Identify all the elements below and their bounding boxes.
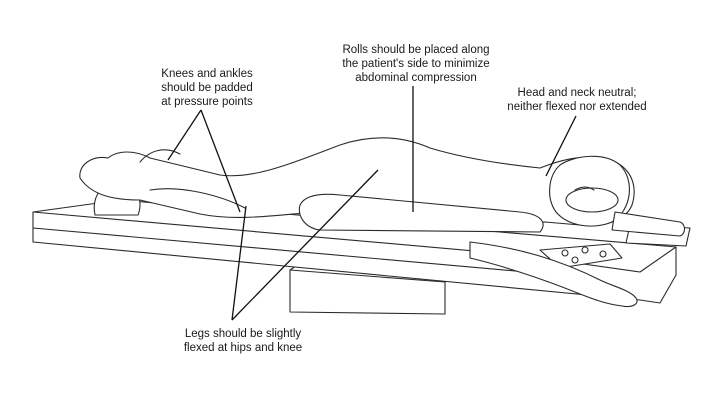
annotation-rolls: Rolls should be placed along the patient… xyxy=(316,43,516,85)
annotation-knees: Knees and ankles should be padded at pre… xyxy=(132,67,282,109)
annotation-legs: Legs should be slightly flexed at hips a… xyxy=(158,327,328,355)
leader-knees-1 xyxy=(168,110,201,160)
annotation-head: Head and neck neutral; neither flexed no… xyxy=(492,86,662,114)
